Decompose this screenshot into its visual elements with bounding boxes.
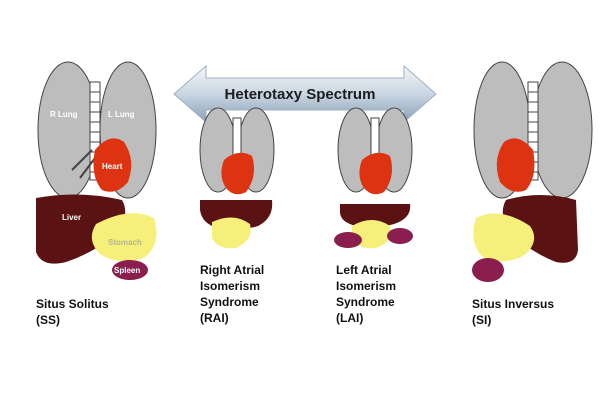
- panel-situs-solitus: [36, 61, 157, 280]
- heart: [359, 152, 392, 195]
- trachea: [527, 81, 539, 181]
- label-r-lung: R Lung: [50, 110, 78, 119]
- caption-line: (SS): [36, 313, 60, 327]
- label-heart: Heart: [102, 162, 123, 171]
- right-lung: [37, 61, 99, 199]
- liver: [502, 195, 578, 263]
- liver: [36, 194, 126, 264]
- left-lung: [531, 61, 593, 199]
- spectrum-arrow: [173, 64, 437, 124]
- caption-line: Syndrome: [336, 295, 395, 309]
- caption-situs-inversus: Situs Inversus (SI): [472, 296, 554, 328]
- spleen-right: [334, 232, 362, 248]
- heart: [496, 138, 535, 192]
- bronchus-right: [71, 149, 96, 179]
- caption-line: Isomerism: [200, 279, 261, 293]
- spectrum-label: Heterotaxy Spectrum: [224, 85, 376, 103]
- caption-line: Syndrome: [200, 295, 259, 309]
- panel-lai: [334, 107, 413, 249]
- caption-situs-solitus: Situs Solitus (SS): [36, 296, 109, 328]
- heart: [221, 152, 254, 195]
- caption-line: Left Atrial: [336, 263, 392, 277]
- panel-situs-inversus: [472, 61, 593, 282]
- stomach: [91, 213, 157, 262]
- caption-rai: Right Atrial Isomerism Syndrome (RAI): [200, 262, 264, 326]
- panel-rai: [199, 107, 275, 249]
- label-l-lung: L Lung: [108, 110, 135, 119]
- caption-line: Isomerism: [336, 279, 397, 293]
- stomach: [212, 217, 251, 249]
- caption-line: (RAI): [200, 311, 229, 325]
- stomach: [473, 213, 535, 262]
- caption-line: (SI): [472, 313, 492, 327]
- caption-line: Right Atrial: [200, 263, 265, 277]
- liver: [340, 204, 411, 228]
- spleen-left: [387, 228, 413, 244]
- spleen: [112, 260, 148, 280]
- caption-line: (LAI): [336, 311, 364, 325]
- label-spleen: Spleen: [114, 266, 141, 275]
- label-stomach: Stomach: [108, 238, 142, 247]
- caption-line: Situs Inversus: [472, 297, 555, 311]
- spleen: [472, 258, 504, 282]
- trachea: [89, 81, 101, 181]
- caption-lai: Left Atrial Isomerism Syndrome (LAI): [336, 262, 396, 326]
- caption-line: Situs Solitus: [36, 297, 109, 311]
- heart: [93, 138, 132, 192]
- label-liver: Liver: [62, 213, 82, 222]
